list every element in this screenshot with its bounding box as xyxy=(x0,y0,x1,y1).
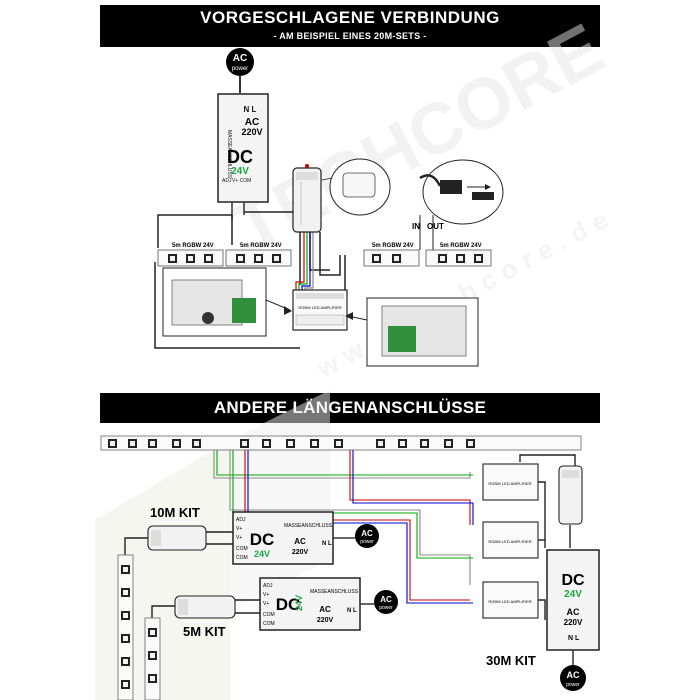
svg-text:24V: 24V xyxy=(254,549,270,559)
svg-text:AC: AC xyxy=(245,117,259,128)
kit-10m-label: 10M KIT xyxy=(150,505,200,520)
svg-text:COM: COM xyxy=(263,612,275,618)
svg-text:AC: AC xyxy=(361,529,373,538)
wiring-10m xyxy=(124,531,233,560)
controller-30m xyxy=(558,465,583,525)
svg-text:DC: DC xyxy=(227,147,253,167)
svg-text:5m RGBW 24V: 5m RGBW 24V xyxy=(372,243,414,249)
svg-text:RGBW LED AMPLIFIER: RGBW LED AMPLIFIER xyxy=(488,539,531,544)
svg-text:AC: AC xyxy=(380,595,392,604)
svg-text:AC: AC xyxy=(567,607,580,617)
controller-5m xyxy=(174,595,236,619)
connector-callout: IN OUT xyxy=(412,159,504,250)
svg-text:5m RGBW 24V: 5m RGBW 24V xyxy=(172,243,214,249)
kit-30m-label: 30M KIT xyxy=(486,653,536,668)
power-supply-top: N L AC 220V DC 24V MASSEANSCHLUSS ADJ V+… xyxy=(217,93,269,220)
svg-text:COM: COM xyxy=(236,546,248,552)
svg-text:ADJ: ADJ xyxy=(236,517,246,523)
ac-power-badge-10m: AC power xyxy=(355,524,379,548)
amplifier-top: RGBW LED AMPLIFIER xyxy=(292,289,348,331)
svg-text:power: power xyxy=(360,539,374,545)
svg-text:V+: V+ xyxy=(236,526,242,532)
section-title: ANDERE LÄNGENANSCHLÜSSE xyxy=(213,398,487,417)
led-strips-top: 5m RGBW 24V 5m RGBW 24V 5m RGBW 24V 5m R… xyxy=(157,243,492,267)
svg-text:RGBW LED AMPLIFIER: RGBW LED AMPLIFIER xyxy=(298,305,341,310)
in-label: IN xyxy=(412,222,420,231)
svg-text:220V: 220V xyxy=(564,618,583,627)
svg-text:V+: V+ xyxy=(263,592,269,598)
amplifier-callout-right xyxy=(345,297,479,367)
ribbon-cables-bottom xyxy=(213,450,474,604)
controller-top xyxy=(292,164,322,233)
wiring-5m xyxy=(151,599,260,620)
svg-text:COM: COM xyxy=(236,555,248,561)
ac-power-badge-5m: AC power xyxy=(374,590,398,614)
svg-text:V+ COM: V+ COM xyxy=(232,178,251,184)
led-strips-vertical xyxy=(117,554,161,700)
svg-text:N L: N L xyxy=(244,105,257,114)
svg-text:AC: AC xyxy=(319,605,331,614)
svg-text:AC: AC xyxy=(233,53,247,64)
kit-5m-label: 5M KIT xyxy=(183,624,226,639)
svg-text:power: power xyxy=(379,605,393,611)
svg-text:220V: 220V xyxy=(241,127,262,137)
out-label: OUT xyxy=(427,222,444,231)
svg-text:AC: AC xyxy=(567,670,580,680)
svg-text:MASSEANSCHLUSS: MASSEANSCHLUSS xyxy=(310,589,359,595)
svg-text:N L: N L xyxy=(568,635,580,642)
svg-text:AC: AC xyxy=(294,537,306,546)
svg-text:220V: 220V xyxy=(292,549,309,556)
svg-text:5m RGBW 24V: 5m RGBW 24V xyxy=(240,243,282,249)
svg-text:MASSEANSCHLUSS: MASSEANSCHLUSS xyxy=(284,523,333,529)
svg-text:MASSEANSCHLUSS: MASSEANSCHLUSS xyxy=(226,130,232,179)
ac-power-badge-30m: AC power xyxy=(560,665,586,691)
amplifiers-30m: RGBW LED AMPLIFIER RGBW LED AMPLIFIER RG… xyxy=(482,463,539,619)
svg-text:DC: DC xyxy=(250,530,275,549)
wiring-top xyxy=(154,168,346,349)
controller-callout xyxy=(321,158,391,216)
ribbon-wires-top xyxy=(295,232,314,292)
svg-text:N L: N L xyxy=(322,541,332,547)
power-supply-5m: ADJ V+ V+ COM COM DC 24V MASSEANSCHLUSS … xyxy=(259,577,374,631)
ac-power-badge-top: AC power xyxy=(226,48,254,93)
svg-text:DC: DC xyxy=(276,595,301,614)
svg-text:COM: COM xyxy=(263,621,275,627)
svg-text:RGBW LED AMPLIFIER: RGBW LED AMPLIFIER xyxy=(488,599,531,604)
svg-text:24V: 24V xyxy=(231,166,249,177)
wiring-30m xyxy=(519,454,576,620)
svg-text:DC: DC xyxy=(561,572,585,589)
led-strip-row-bottom xyxy=(100,435,582,451)
amplifier-callout-left xyxy=(162,267,292,337)
svg-text:220V: 220V xyxy=(317,617,334,624)
svg-text:24V: 24V xyxy=(294,595,304,611)
svg-text:5m RGBW 24V: 5m RGBW 24V xyxy=(440,243,482,249)
controller-10m xyxy=(147,525,207,551)
title-banner: VORGESCHLAGENE VERBINDUNG - AM BEISPIEL … xyxy=(100,5,600,47)
svg-text:power: power xyxy=(566,682,580,688)
svg-text:V+: V+ xyxy=(263,601,269,607)
power-supply-30m: DC 24V AC 220V N L xyxy=(546,549,600,665)
diagram-title: VORGESCHLAGENE VERBINDUNG xyxy=(200,8,500,27)
svg-text:RGBW LED AMPLIFIER: RGBW LED AMPLIFIER xyxy=(488,481,531,486)
section-banner: ANDERE LÄNGENANSCHLÜSSE xyxy=(100,393,600,423)
diagram-subtitle: - AM BEISPIEL EINES 20M-SETS - xyxy=(273,31,427,41)
svg-text:V+: V+ xyxy=(236,535,242,541)
power-supply-10m: ADJ V+ V+ COM COM DC 24V MASSEANSCHLUSS … xyxy=(232,511,355,565)
svg-text:ADJ: ADJ xyxy=(222,178,232,184)
svg-text:ADJ: ADJ xyxy=(263,583,273,589)
svg-text:24V: 24V xyxy=(564,589,582,600)
svg-text:N L: N L xyxy=(347,608,357,614)
svg-text:power: power xyxy=(232,66,248,72)
